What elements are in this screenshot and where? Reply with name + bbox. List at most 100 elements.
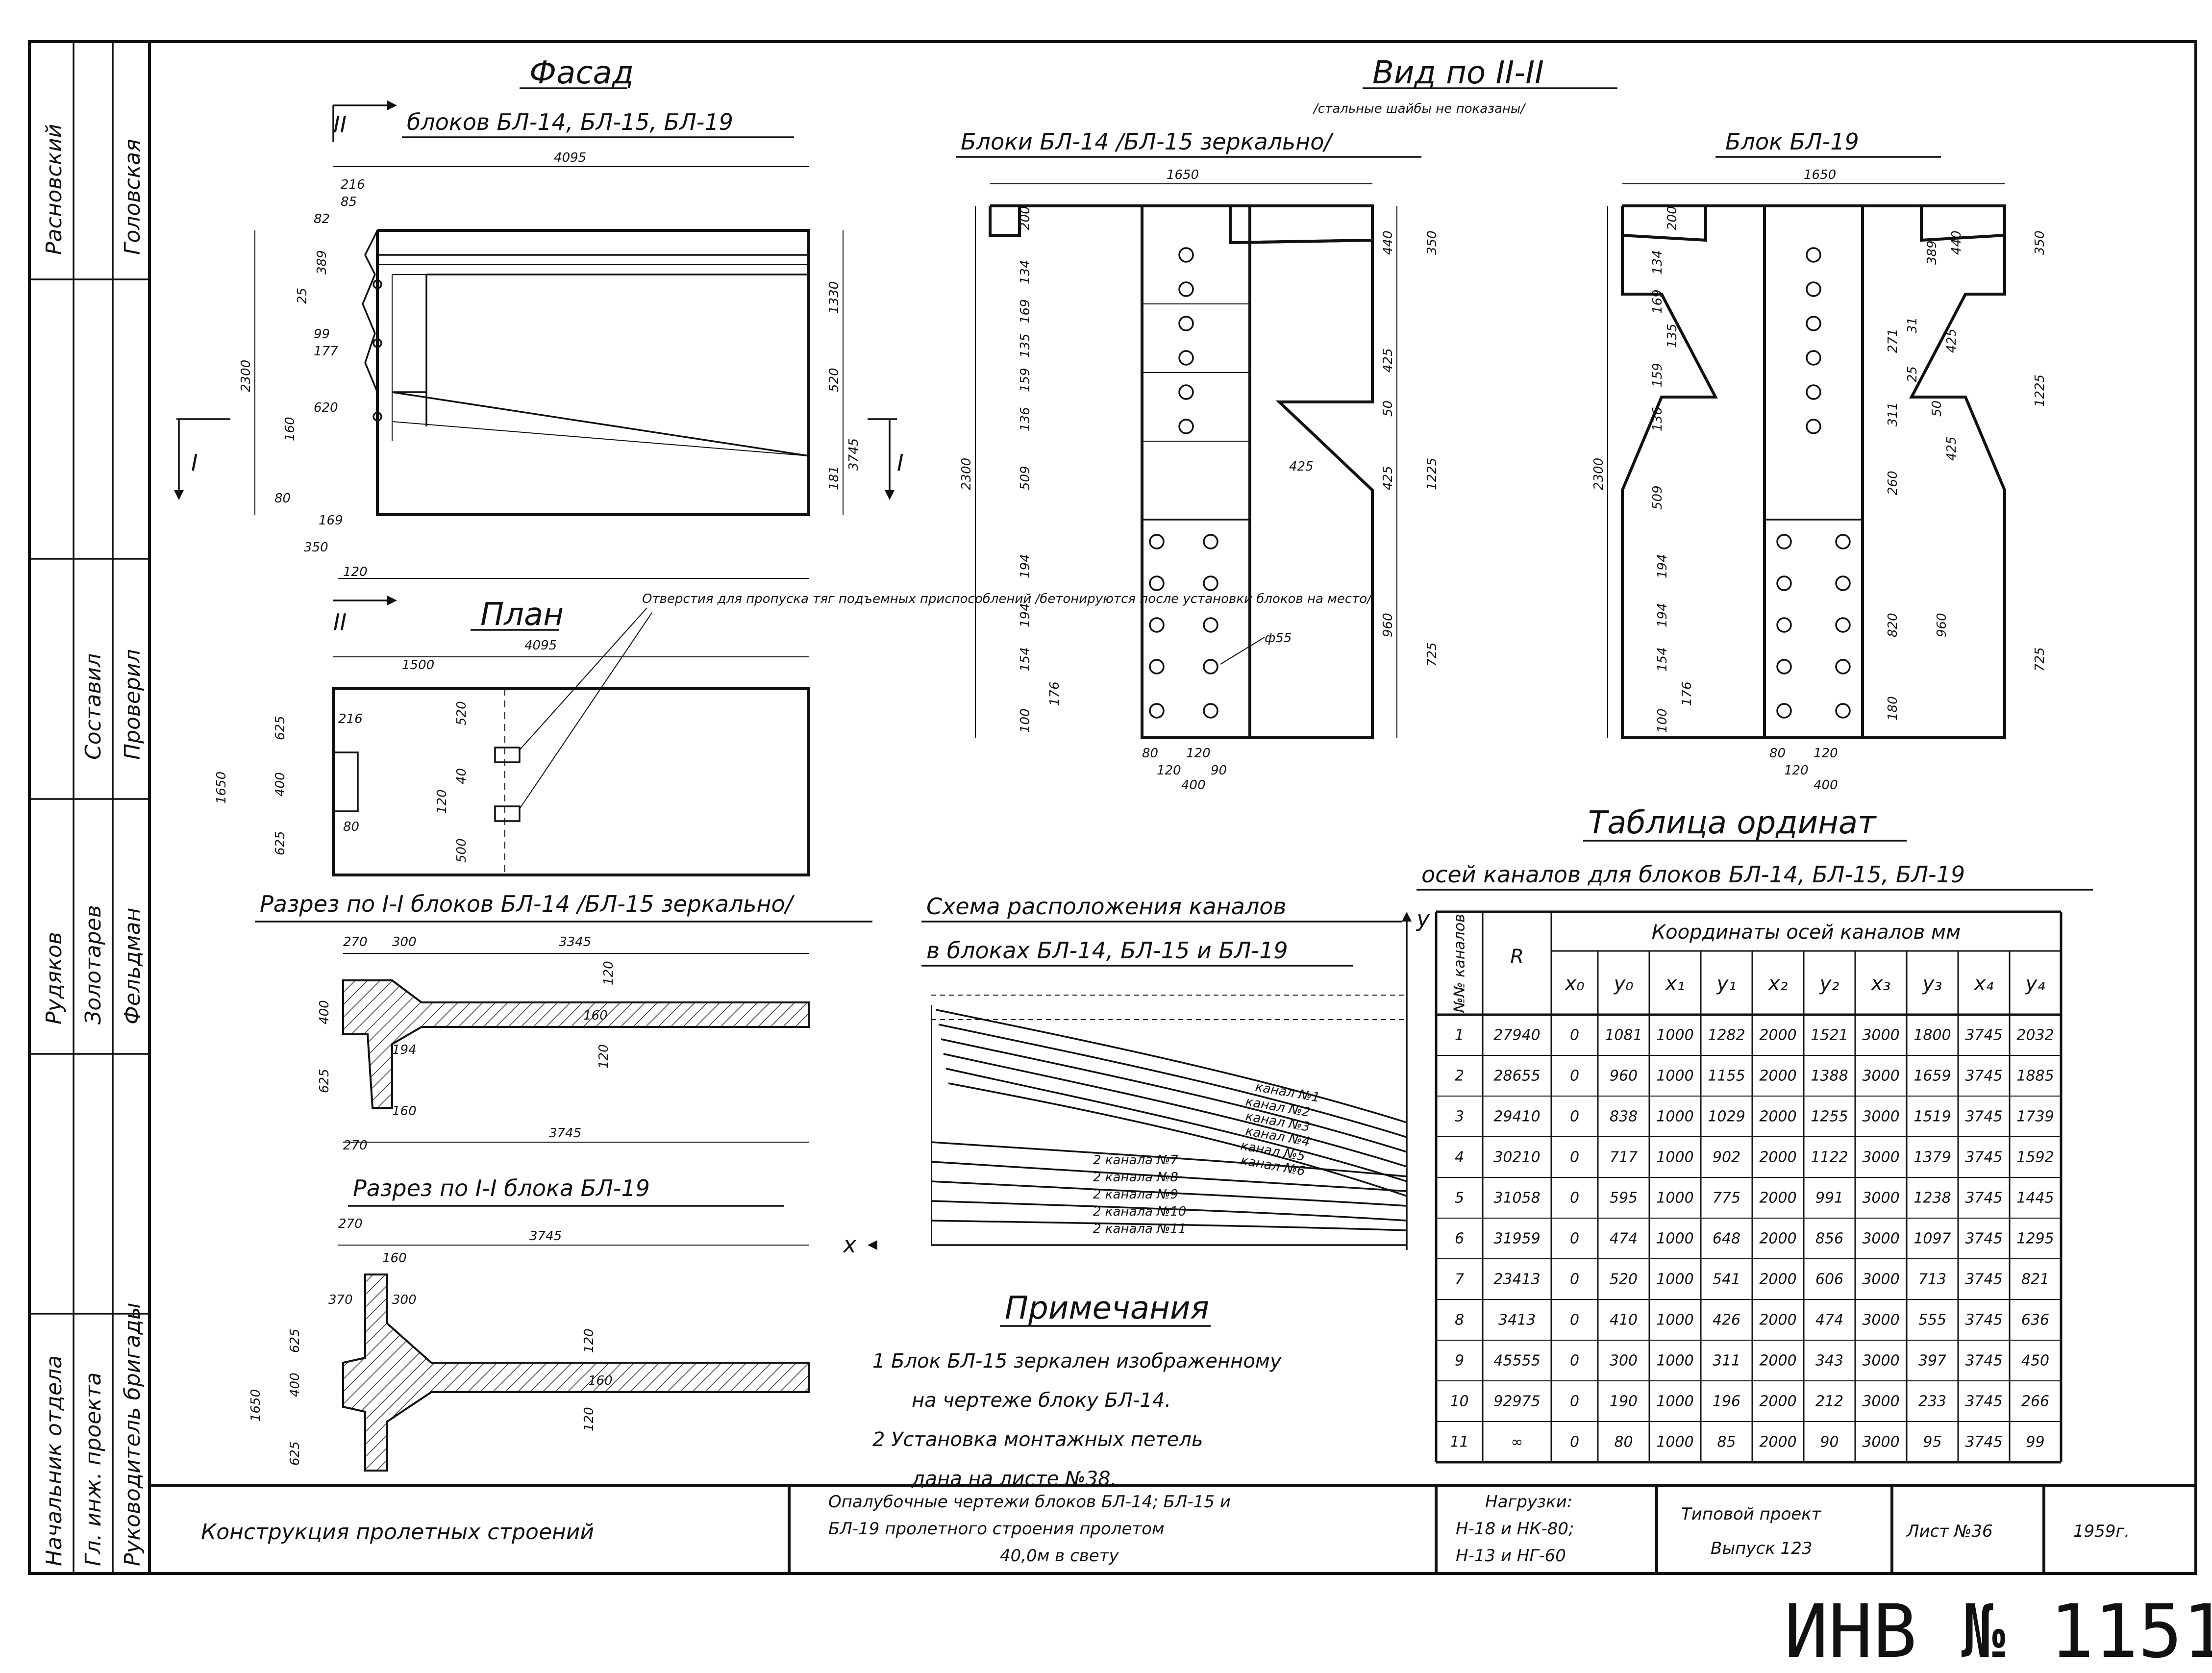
scheme-title: Схема расположения каналов	[926, 893, 1287, 920]
table-cell: 10	[1450, 1393, 1468, 1410]
table-cell: 85	[1717, 1434, 1736, 1451]
block19-dim: 31	[1905, 317, 1920, 333]
section19-dim: 270	[338, 1217, 363, 1231]
note-line: дана на листе №38.	[911, 1468, 1117, 1490]
title-block-description: Опалубочные чертежи блоков БЛ-14; БЛ-15 …	[828, 1492, 1231, 1512]
table-cell: 0	[1570, 1352, 1579, 1370]
facade-dim: 120	[343, 565, 368, 579]
block19-dim: 425	[1944, 436, 1959, 461]
note-line: на чертеже блоку БЛ-14.	[912, 1389, 1171, 1412]
table-cell: 233	[1918, 1393, 1946, 1410]
table-cell: 595	[1610, 1190, 1638, 1207]
section-bl19: Разрез по I-I блока БЛ-19 270 3745 160 3…	[249, 1175, 810, 1472]
table-cell: 1000	[1656, 1352, 1693, 1370]
facade-dim-height: 2300	[239, 360, 253, 392]
block14-dim: 176	[1047, 681, 1062, 706]
block19-dim: 271	[1886, 328, 1900, 353]
table-cell: 838	[1610, 1108, 1638, 1125]
table-cell: 95	[1923, 1434, 1941, 1451]
block19-dim: 136	[1650, 407, 1665, 431]
section1-dim: 300	[392, 935, 417, 949]
block19-dim: 2300	[1591, 458, 1606, 490]
table-cell: 92975	[1493, 1393, 1540, 1410]
block14-dim: 425	[1381, 466, 1395, 490]
block14-dim: 135	[1018, 333, 1033, 358]
table-cell: 1000	[1656, 1393, 1693, 1410]
title-block-year: 1959г.	[2073, 1522, 2130, 1541]
table-cell: 3000	[1862, 1149, 1899, 1166]
title-block-loads-label: Нагрузки:	[1485, 1492, 1572, 1512]
side-name-golovskaya: Головская	[120, 139, 145, 255]
block19-dim: 194	[1655, 603, 1670, 627]
table-cell: 1000	[1656, 1230, 1693, 1248]
table-cell: 1000	[1656, 1312, 1693, 1329]
table-cell: 1000	[1656, 1108, 1693, 1125]
table-cell: 3000	[1862, 1352, 1899, 1370]
block19-dim: 159	[1650, 363, 1665, 387]
facade-dim: 3745	[846, 438, 861, 471]
table-cell: 0	[1570, 1434, 1579, 1451]
section1-dim: 400	[317, 1000, 332, 1024]
section19-title: Разрез по I-I блока БЛ-19	[353, 1175, 650, 1201]
side-name-rudyakov: Рудяков	[42, 932, 67, 1024]
facade-dim: 181	[827, 466, 842, 490]
table-cell: 1000	[1656, 1434, 1693, 1451]
table-cell: 3000	[1862, 1393, 1899, 1410]
table-cell: 3000	[1862, 1312, 1899, 1329]
table-cell: 520	[1610, 1271, 1638, 1288]
plan-dim: 400	[273, 772, 288, 797]
block14-dim: 425	[1289, 459, 1314, 474]
table-cell: 9	[1455, 1352, 1464, 1370]
block19-dim: 169	[1650, 289, 1665, 314]
table-cell: 7	[1455, 1271, 1464, 1288]
table-cell: 3000	[1862, 1190, 1899, 1207]
title-block-project: Типовой проект	[1681, 1504, 1822, 1524]
table-cell: 2000	[1759, 1068, 1796, 1085]
table-cell: 3745	[1965, 1230, 2002, 1248]
table-cell: 300	[1610, 1352, 1638, 1370]
table-cell: 717	[1610, 1149, 1638, 1166]
scheme-channel-label: 2 канала №10	[1093, 1204, 1186, 1219]
table-cell: 0	[1570, 1312, 1579, 1329]
block19-dim: 100	[1655, 708, 1670, 733]
table-cell: 23413	[1493, 1271, 1540, 1288]
facade-dim: 80	[274, 491, 291, 506]
table-cell: 2000	[1759, 1108, 1796, 1125]
table-cell: 1238	[1914, 1190, 1951, 1207]
channel-curves	[931, 1009, 1407, 1231]
table-cell: 2000	[1759, 1393, 1796, 1410]
table-cell: 1445	[2016, 1190, 2054, 1207]
block14-dim: 425	[1381, 348, 1395, 373]
table-cell: 2000	[1759, 1271, 1796, 1288]
section1-dim: 270	[343, 1138, 368, 1153]
block14-dim: 136	[1018, 407, 1033, 431]
table-cell: 2000	[1759, 1312, 1796, 1329]
block19-dim: 400	[1814, 778, 1838, 793]
plan-dim: 4095	[524, 638, 557, 653]
block19-dim: 820	[1886, 613, 1900, 637]
section1-title: Разрез по I-I блоков БЛ-14 /БЛ-15 зеркал…	[260, 891, 795, 917]
facade-dim: 25	[295, 288, 310, 304]
notes-block: Примечания 1 Блок БЛ-15 зеркален изображ…	[872, 1290, 1282, 1490]
section19-dim: 625	[288, 1441, 302, 1466]
table-cell: 3745	[1965, 1190, 2002, 1207]
block19-dim: 260	[1886, 471, 1900, 495]
table-cell: 3745	[1965, 1312, 2002, 1329]
note-line: 2 Установка монтажных петель	[872, 1428, 1203, 1451]
facade-dim: 160	[283, 417, 298, 441]
table-cell: 3745	[1965, 1027, 2002, 1044]
table-cell: 410	[1610, 1312, 1638, 1329]
table-cell: 30210	[1493, 1149, 1540, 1166]
table-cell: 2000	[1759, 1027, 1796, 1044]
table-cell: 0	[1570, 1149, 1579, 1166]
block19-dim: 120	[1784, 763, 1809, 778]
table-cell: 821	[2021, 1271, 2049, 1288]
ordinates-table: Таблица ординат осей каналов для блоков …	[1417, 805, 2093, 1464]
table-cell: 1081	[1605, 1027, 1642, 1044]
block14-dim: 509	[1018, 466, 1033, 490]
block19-dim: 80	[1769, 746, 1786, 761]
section19-dim: 625	[288, 1328, 302, 1353]
table-cell: 0	[1570, 1108, 1579, 1125]
scheme-channel-label: 2 канала №9	[1093, 1187, 1178, 1202]
